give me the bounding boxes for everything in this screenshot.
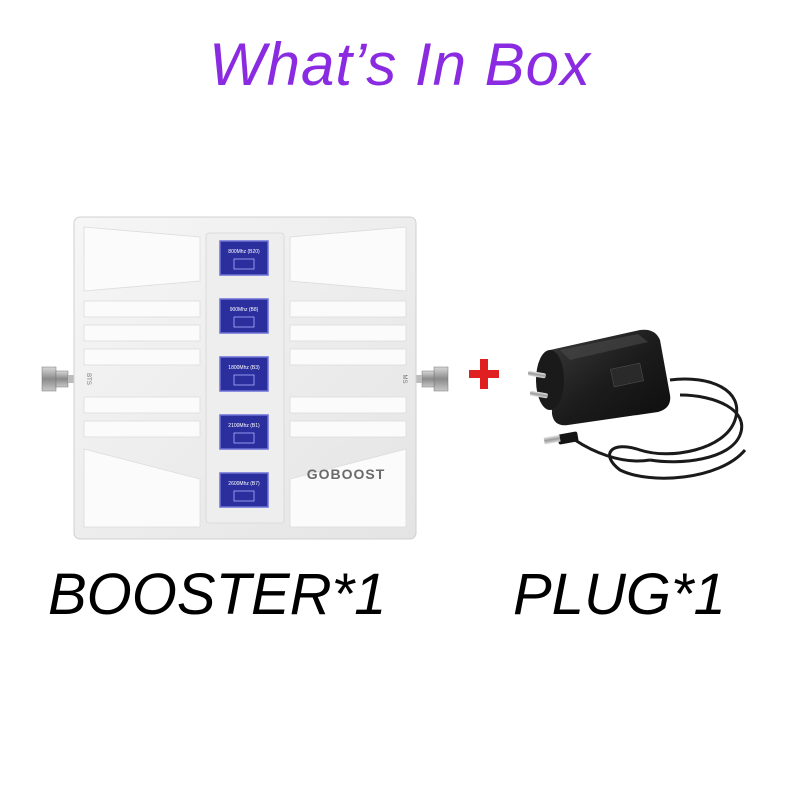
band-label: 2100Mhz (B1) [228, 423, 260, 429]
plug-caption: PLUG*1 [513, 562, 726, 627]
booster-device-image: 800Mhz (B20) 900Mhz (B8) 1800Mhz (B3) 21… [41, 216, 449, 540]
band-label: 900Mhz (B8) [230, 307, 259, 313]
ms-port-label: MS [401, 375, 407, 384]
ms-connector [416, 366, 449, 392]
bts-connector [41, 366, 74, 392]
booster-caption: BOOSTER*1 [48, 562, 387, 627]
plus-icon [469, 359, 499, 389]
band-panels [219, 240, 269, 508]
band-panel-b8 [219, 298, 269, 334]
dc-connector [543, 431, 579, 445]
band-label: 1800Mhz (B3) [228, 365, 260, 371]
bts-port-label: BTS [85, 373, 91, 385]
band-label: 2600Mhz (B7) [228, 481, 260, 487]
page-title: What’s In Box [208, 31, 592, 98]
band-panel-b1 [219, 414, 269, 450]
band-panel-b20 [219, 240, 269, 276]
power-plug-image [527, 329, 747, 480]
band-panel-b3 [219, 356, 269, 392]
band-panel-b7 [219, 472, 269, 508]
band-label: 800Mhz (B20) [228, 249, 260, 255]
booster-brand-label: GOBOOST [307, 466, 386, 482]
